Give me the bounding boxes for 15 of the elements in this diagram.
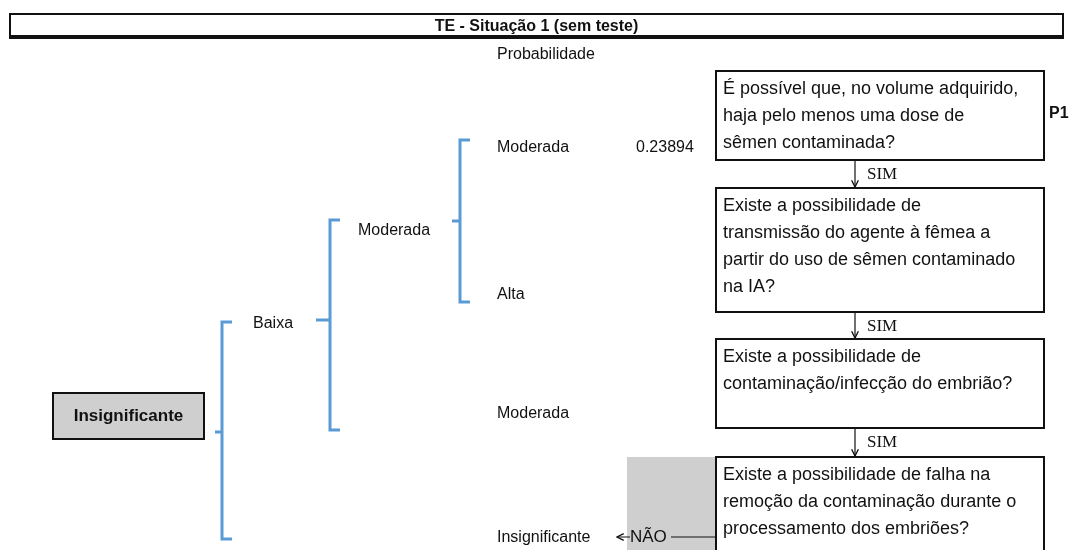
category-label: Moderada — [358, 219, 450, 241]
category-label: Moderada — [497, 402, 597, 424]
outcome-box: Insignificante — [52, 392, 205, 440]
question-box: É possível que, no volume adquirido, haja pelo menos uma dose de sêmen contaminada? — [715, 70, 1045, 161]
question-box: Existe a possibilidade de falha na remoção da contaminação durante o processamento dos embriões? — [715, 456, 1045, 550]
question-box: Existe a possibilidade de contaminação/infecção do embrião? — [715, 338, 1045, 429]
category-label: Insignificante — [497, 526, 617, 548]
probability-value: 0.23894 — [636, 137, 694, 157]
category-label: Alta — [497, 283, 557, 305]
side-label: P1 — [1049, 104, 1069, 122]
question-box: Existe a possibilidade de transmissão do agente à fêmea a partir do uso de sêmen contaminado na IA? — [715, 187, 1045, 313]
column-heading: Probabilidade — [497, 44, 595, 64]
category-label: Baixa — [253, 312, 303, 334]
title-bar: TE - Situação 1 (sem teste) — [9, 13, 1064, 39]
category-label: Moderada — [497, 136, 597, 158]
